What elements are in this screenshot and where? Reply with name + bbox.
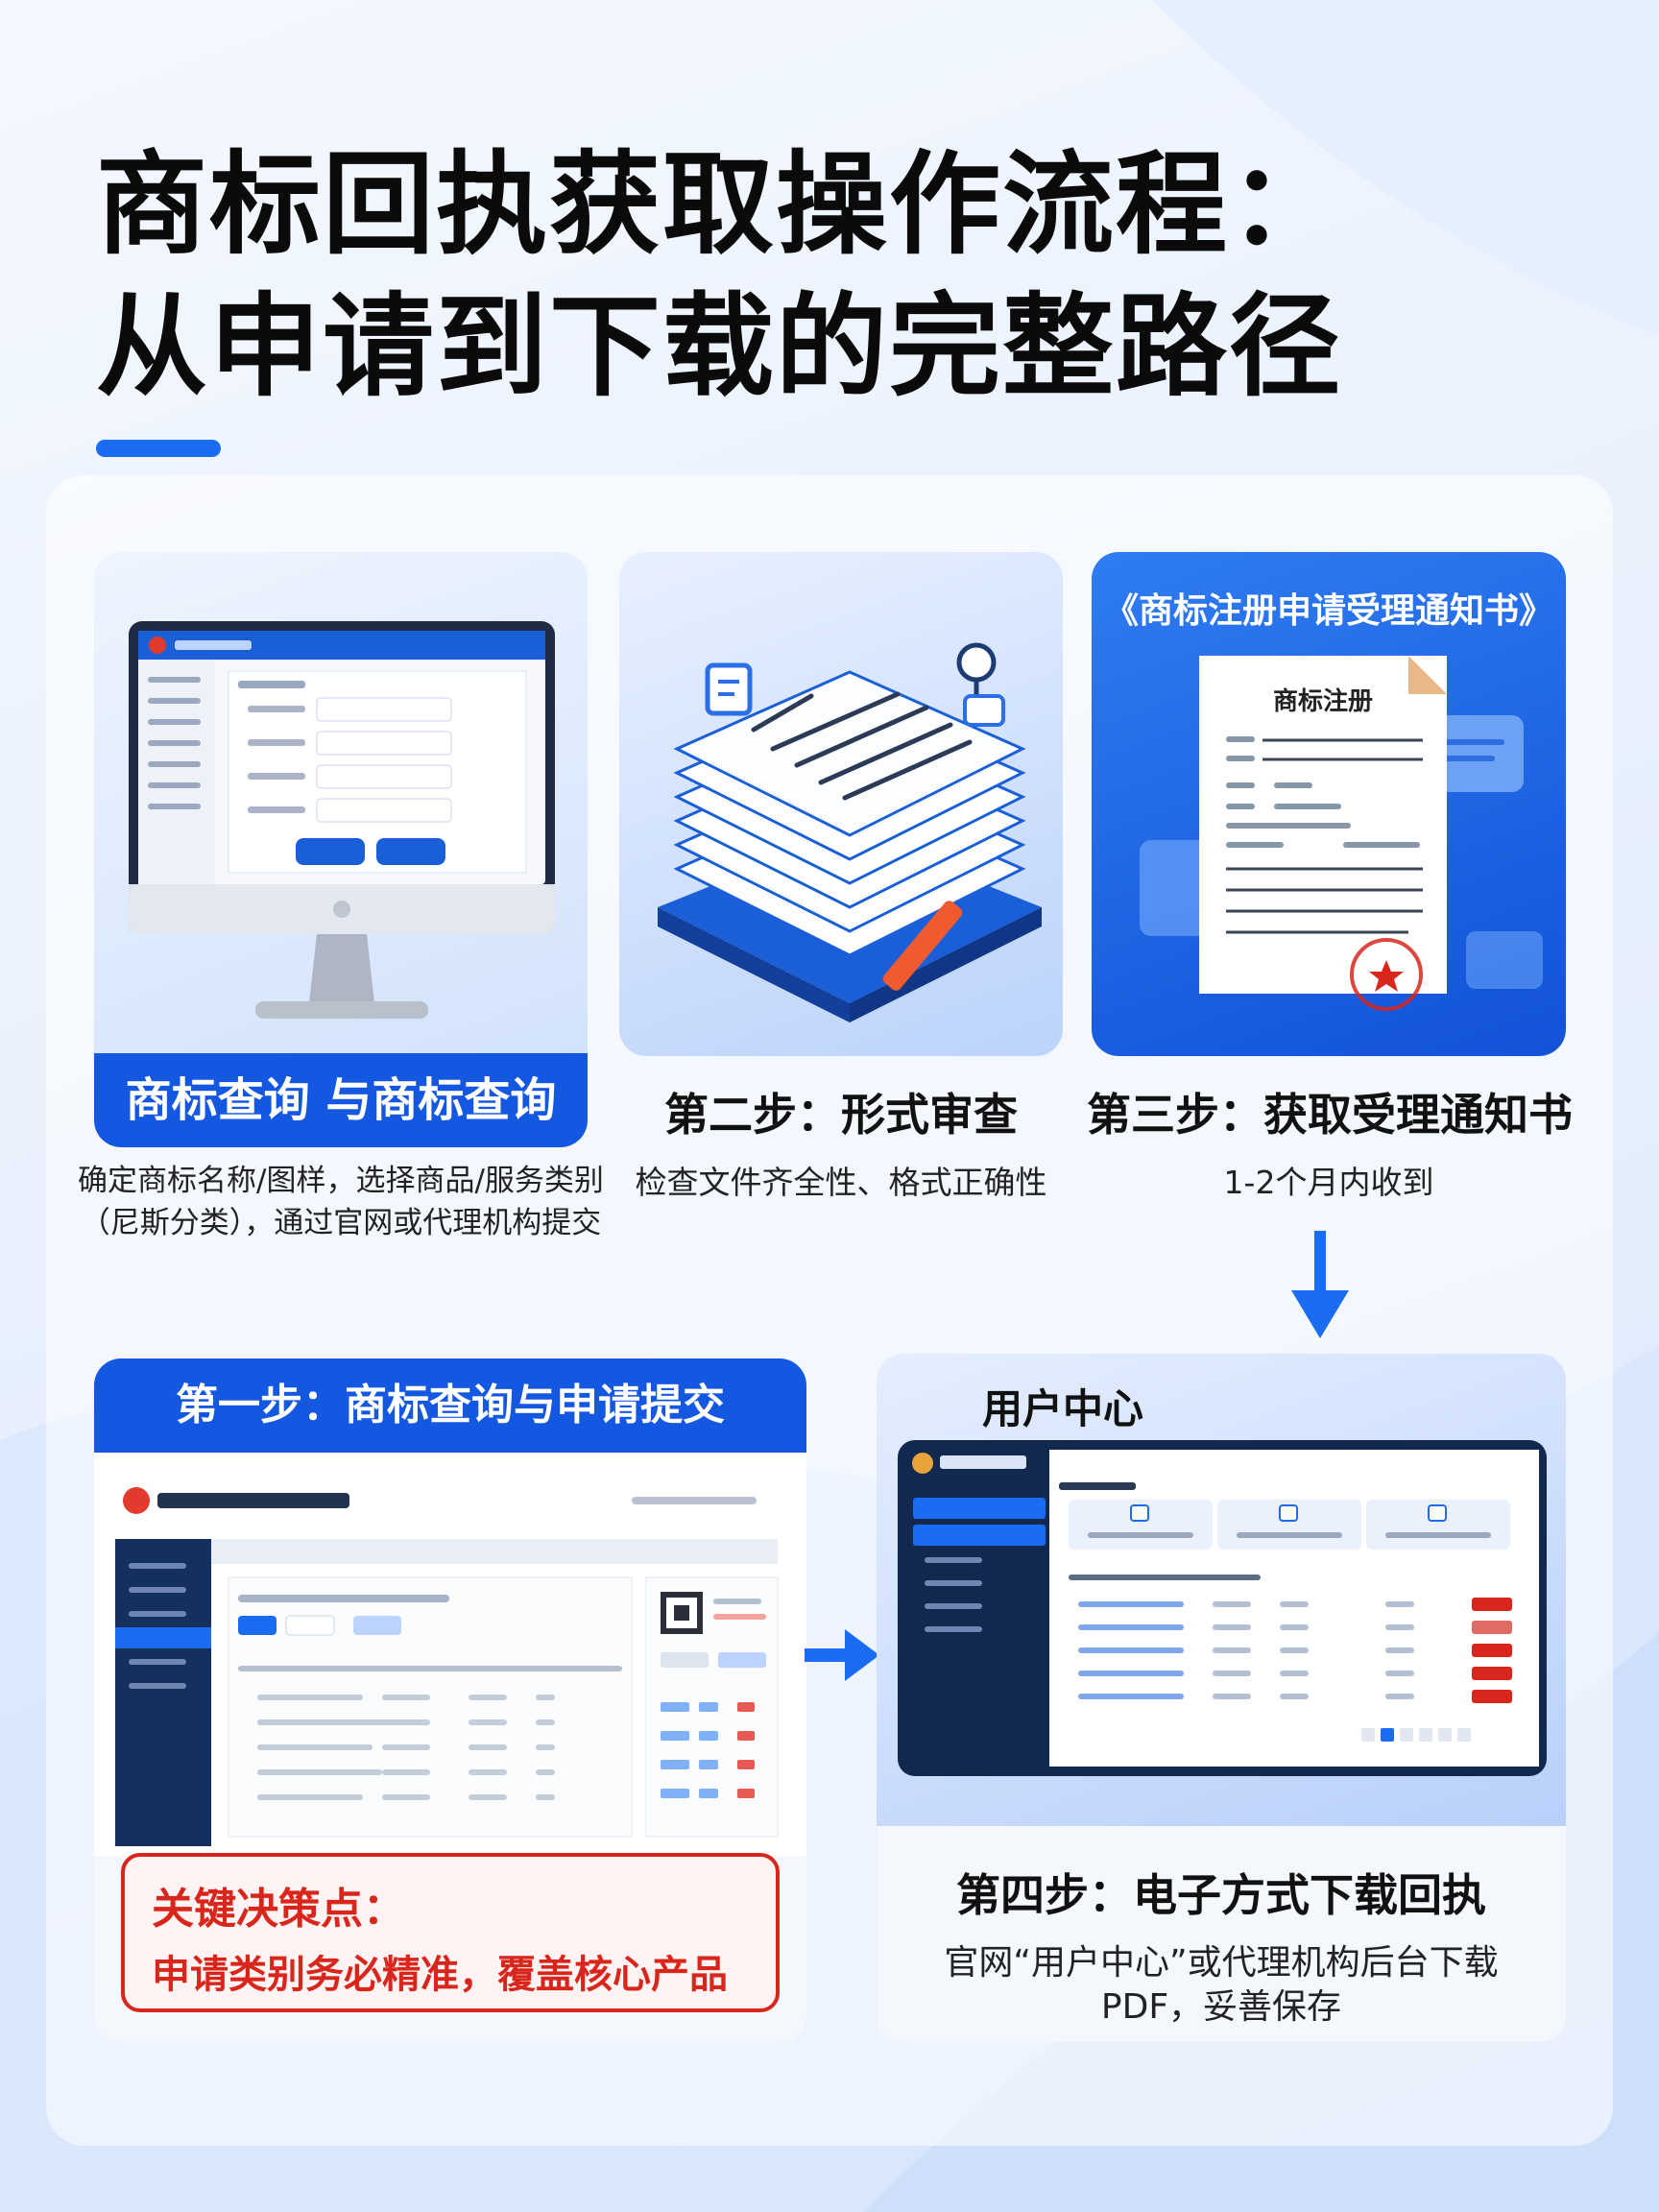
card-formal-review (619, 552, 1063, 1056)
page-title: 商标回执获取操作流程： 从申请到下载的完整路径 (96, 134, 1342, 419)
monitor-illustration (129, 621, 555, 1019)
card5-desc-line-2: PDF，妥善保存 (1100, 1987, 1342, 2027)
title-line-1: 商标回执获取操作流程： (96, 140, 1342, 270)
card1-desc-line-2: （尼斯分类），通过官网或代理机构提交 (80, 1206, 602, 1240)
card2-title: 第二步：形式审查 (664, 1089, 1018, 1141)
key-decision-box: 关键决策点： 申请类别务必精准，覆盖核心产品 (121, 1853, 780, 2012)
card5-desc-line-1: 官网“用户中心”或代理机构后台下载 (944, 1943, 1499, 1983)
card1-desc-line-1: 确定商标名称/图样，选择商品/服务类别 (78, 1164, 604, 1198)
card5-header: 用户中心 (982, 1385, 1144, 1432)
card3-title: 第三步：获取受理通知书 (1087, 1089, 1573, 1141)
card1-label: 商标查询 与商标查询 (94, 1053, 588, 1147)
document-stack-illustration (658, 642, 1042, 1022)
card4-header: 第一步：商标查询与申请提交 (94, 1358, 806, 1453)
key-decision-text: 申请类别务必精准，覆盖核心产品 (152, 1953, 728, 1997)
card-user-center: 用户中心 (877, 1354, 1566, 2042)
card-acceptance-notice: 《商标注册申请受理通知书》 商标注册 (1092, 552, 1566, 1056)
card-trademark-query: 商标查询 与商标查询 (94, 552, 588, 1147)
user-center-ui-illustration (898, 1440, 1547, 1776)
arrow-down-icon (1291, 1231, 1349, 1338)
card3-description: 1-2个月内收到 (1223, 1164, 1434, 1201)
arrow-right-icon (805, 1629, 879, 1681)
card3-header: 《商标注册申请受理通知书》 (1103, 591, 1553, 631)
notice-document-illustration (1140, 656, 1543, 1011)
card2-description: 检查文件齐全性、格式正确性 (635, 1164, 1047, 1201)
notice-doc-title: 商标注册 (1272, 687, 1373, 716)
card5-description: 官网“用户中心”或代理机构后台下载 PDF，妥善保存 (877, 1941, 1566, 2030)
application-ui-illustration (94, 1453, 806, 1856)
card-step-one: 第一步：商标查询与申请提交 (94, 1358, 806, 2042)
title-underline (96, 440, 221, 457)
title-line-2: 从申请到下载的完整路径 (96, 282, 1342, 412)
card1-description: 确定商标名称/图样，选择商品/服务类别 （尼斯分类），通过官网或代理机构提交 (77, 1160, 605, 1244)
card5-title: 第四步：电子方式下载回执 (956, 1869, 1486, 1921)
key-decision-title: 关键决策点： (152, 1885, 405, 1934)
